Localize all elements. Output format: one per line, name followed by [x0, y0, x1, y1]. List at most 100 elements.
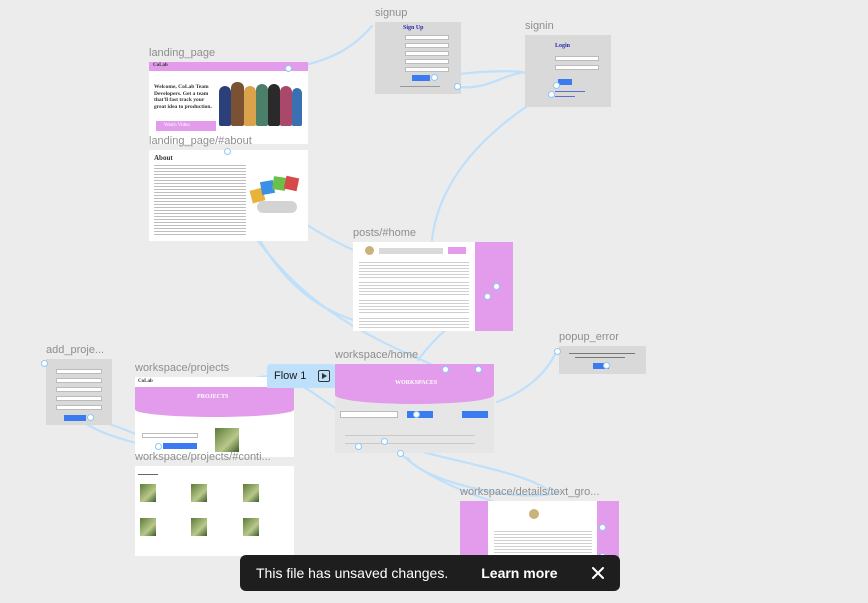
- create-workspace-button[interactable]: [407, 411, 433, 418]
- signup-field[interactable]: [405, 35, 449, 40]
- workspace-name-input[interactable]: [340, 411, 398, 418]
- watch-video-button[interactable]: Watch Video: [156, 121, 216, 131]
- landing-headline: Welcome, CoLab Team Developers. Get a te…: [154, 84, 212, 110]
- post-item: [359, 280, 469, 296]
- frame-label: signin: [525, 20, 554, 32]
- frame-popup-error[interactable]: popup_error: [554, 331, 646, 374]
- play-flow-icon[interactable]: [318, 370, 330, 382]
- hotspot-dot[interactable]: [285, 65, 292, 72]
- error-message: [569, 353, 635, 354]
- post-button[interactable]: [448, 247, 466, 254]
- team-illustration: [217, 76, 303, 138]
- frame-landing-about[interactable]: landing_page/#about About: [149, 135, 308, 241]
- projects-banner-title: PROJECTS: [197, 394, 229, 400]
- form-field[interactable]: [56, 405, 102, 410]
- frame-label: signup: [375, 7, 408, 19]
- unsaved-changes-toast: This file has unsaved changes. Learn mor…: [240, 555, 620, 591]
- hotspot-dot[interactable]: [603, 362, 610, 369]
- hotspot-dot[interactable]: [475, 366, 482, 373]
- landing-navbar: [149, 62, 308, 71]
- frame-landing-page[interactable]: landing_page CoLab Welcome, CoLab Team D…: [149, 47, 308, 144]
- error-message: [575, 357, 625, 358]
- frame-workspace-home[interactable]: workspace/home WORKSPACES: [335, 349, 494, 457]
- signup-field[interactable]: [405, 43, 449, 48]
- post-input[interactable]: [379, 248, 443, 254]
- frame-label: workspace/projects: [135, 362, 230, 374]
- hotspot-dot[interactable]: [155, 443, 162, 450]
- hotspot-dot[interactable]: [454, 83, 461, 90]
- frame-workspace-projects-continue[interactable]: workspace/projects/#conti...: [135, 451, 294, 556]
- workspaces-banner: [335, 364, 494, 404]
- signup-button[interactable]: [412, 75, 430, 81]
- frame-workspace-projects[interactable]: workspace/projects CoLab PROJECTS: [135, 362, 294, 457]
- frame-label: workspace/details/text_gro...: [460, 486, 600, 498]
- signin-heading: Login: [555, 43, 571, 49]
- hotspot-dot[interactable]: [397, 450, 404, 457]
- frame-label: add_proje...: [46, 344, 105, 356]
- frame-add-project[interactable]: add_proje...: [41, 344, 112, 425]
- frame-label: posts/#home: [353, 227, 416, 239]
- popup-ok-button[interactable]: [593, 363, 609, 369]
- frame-signin[interactable]: signin Login: [525, 20, 611, 107]
- signin-field[interactable]: [555, 65, 599, 70]
- signin-field[interactable]: [555, 56, 599, 61]
- frame-label: popup_error: [559, 331, 619, 343]
- close-icon[interactable]: [588, 563, 608, 583]
- learn-more-link[interactable]: Learn more: [481, 565, 558, 581]
- flow-starting-point[interactable]: Flow 1: [267, 364, 336, 388]
- workspaces-banner-title: WORKSPACES: [395, 380, 438, 386]
- signin-link[interactable]: [555, 96, 575, 97]
- signup-field[interactable]: [405, 67, 449, 72]
- signup-heading: Sign Up: [403, 25, 424, 31]
- project-card-image: [191, 518, 207, 536]
- frame-label: workspace/projects/#conti...: [135, 451, 271, 463]
- projects-banner: [135, 387, 294, 417]
- frame-posts-home[interactable]: posts/#home: [353, 227, 513, 331]
- hotspot-dot[interactable]: [599, 524, 606, 531]
- hotspot-dot[interactable]: [87, 414, 94, 421]
- hotspot-dot[interactable]: [41, 360, 48, 367]
- hotspot-dot[interactable]: [553, 82, 560, 89]
- ws-projects-brand: CoLab: [138, 379, 153, 384]
- hotspot-dot[interactable]: [413, 411, 420, 418]
- frame-label: landing_page/#about: [149, 135, 252, 147]
- hotspot-dot[interactable]: [355, 443, 362, 450]
- hotspot-dot[interactable]: [484, 293, 491, 300]
- create-project-button[interactable]: [163, 443, 197, 449]
- section-title: [138, 474, 158, 475]
- signin-button[interactable]: [558, 79, 572, 85]
- hotspot-dot[interactable]: [431, 74, 438, 81]
- frame-signup[interactable]: signup Sign Up: [375, 7, 461, 94]
- signup-field[interactable]: [405, 59, 449, 64]
- landing-brand: CoLab: [153, 63, 168, 68]
- join-workspace-button[interactable]: [462, 411, 488, 418]
- project-card-image: [243, 518, 259, 536]
- add-project-submit[interactable]: [64, 415, 86, 421]
- about-heading: About: [154, 154, 173, 162]
- project-thumbnail: [215, 428, 239, 452]
- form-field[interactable]: [56, 369, 102, 374]
- frame-label: landing_page: [149, 47, 216, 59]
- hotspot-dot[interactable]: [548, 91, 555, 98]
- hotspot-dot[interactable]: [224, 148, 231, 155]
- flow-label: Flow 1: [274, 370, 307, 382]
- project-card-image: [243, 484, 259, 502]
- project-card-image: [140, 518, 156, 536]
- form-field[interactable]: [56, 387, 102, 392]
- avatar: [365, 246, 374, 255]
- hotspot-dot[interactable]: [381, 438, 388, 445]
- signin-link[interactable]: [555, 91, 585, 92]
- project-card-image: [191, 484, 207, 502]
- frame-label: workspace/home: [335, 349, 419, 361]
- signup-field[interactable]: [405, 51, 449, 56]
- avatar: [529, 509, 539, 519]
- team-blocks-illustration: [247, 175, 303, 215]
- hotspot-dot[interactable]: [554, 348, 561, 355]
- signup-footer-text: [400, 86, 440, 87]
- hotspot-dot[interactable]: [493, 283, 500, 290]
- hotspot-dot[interactable]: [442, 366, 449, 373]
- form-field[interactable]: [56, 378, 102, 383]
- project-input[interactable]: [142, 433, 198, 438]
- form-field[interactable]: [56, 396, 102, 401]
